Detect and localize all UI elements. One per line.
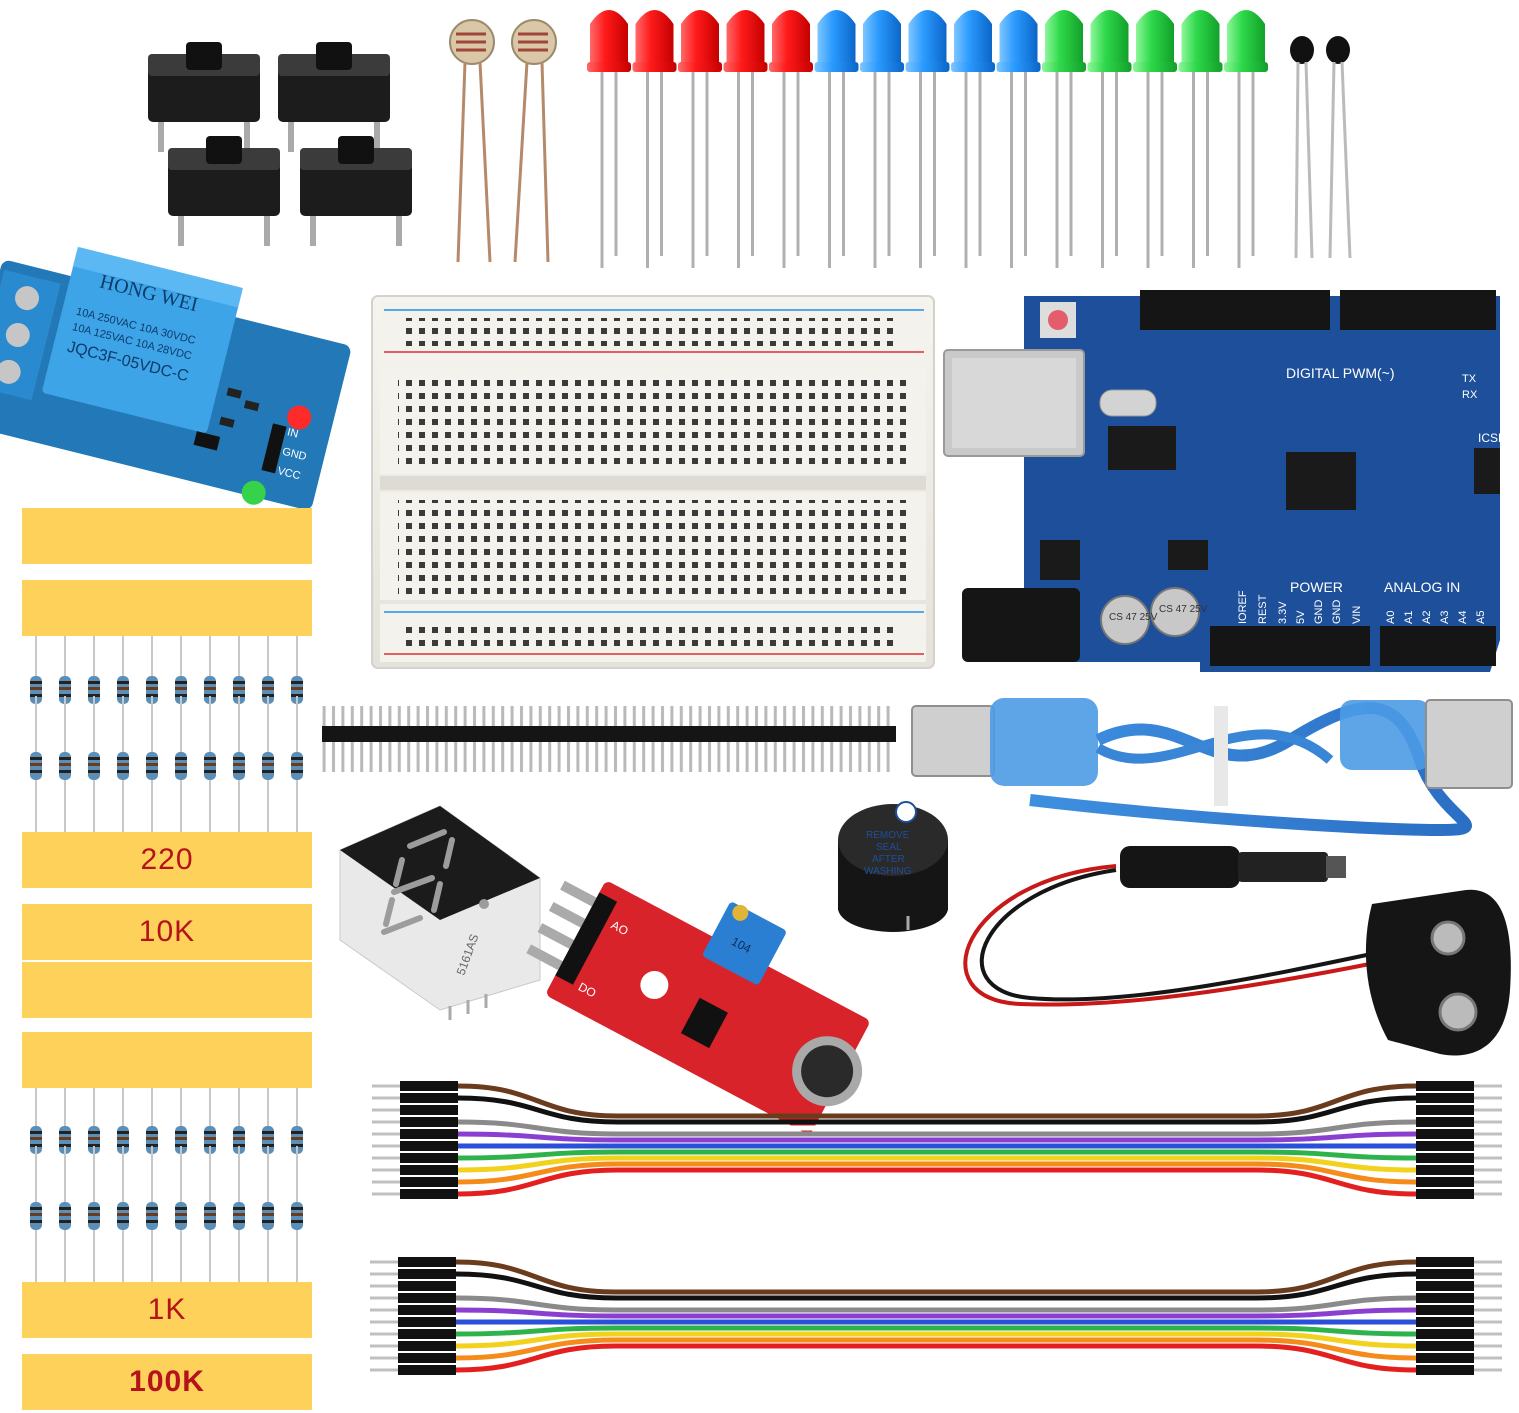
resistor (59, 696, 71, 836)
led (1178, 10, 1223, 268)
resistor (233, 696, 245, 836)
resistor (291, 696, 303, 836)
relay-pin-in: IN (286, 426, 300, 440)
led (1224, 10, 1268, 268)
relay-module: HONG WEI 10A 250VAC 10A 30VDC 10A 125VAC… (0, 246, 351, 510)
resistor (146, 696, 158, 836)
battery-snap-cable (963, 846, 1511, 1056)
led-row (587, 10, 1268, 268)
pin-label: A3 (1439, 611, 1451, 624)
resistor (146, 1146, 158, 1286)
capacitor-label-2: CS 47 25V (1159, 604, 1208, 615)
resistor (204, 696, 216, 836)
photoresistors (449, 19, 557, 263)
power-pin-labels: IOREF REST 3.3V 5V GND GND VIN (1237, 590, 1363, 624)
pin-label: IOREF (1237, 590, 1249, 624)
tape-strip (22, 580, 312, 636)
power-label: POWER (1290, 579, 1343, 595)
resistor (117, 1146, 129, 1286)
resistor (88, 1146, 100, 1286)
tape-strip (22, 508, 312, 564)
resistor (175, 1146, 187, 1286)
pin-label: A5 (1475, 611, 1487, 624)
resistor-strip-220-10k (30, 620, 303, 836)
tape-strip (22, 1032, 312, 1088)
resistor (117, 1070, 129, 1210)
resistor (291, 1070, 303, 1210)
thermistors (1290, 36, 1352, 259)
led (814, 10, 859, 268)
resistor (204, 1146, 216, 1286)
led (860, 10, 904, 268)
pin-header-strip (322, 706, 896, 772)
resistor (117, 696, 129, 836)
pin-label: VIN (1351, 606, 1363, 624)
resistor (30, 696, 42, 836)
usb-cable (911, 698, 1513, 837)
capacitor-label-1: CS 47 25V (1109, 612, 1158, 623)
pin-label: A4 (1457, 611, 1469, 624)
jumper-wire-bundles (370, 1081, 1502, 1375)
pin-label: REST (1257, 594, 1269, 624)
led (1133, 10, 1177, 268)
led (1042, 10, 1086, 268)
seven-segment-display: 5161AS (339, 805, 541, 1020)
pin-label: GND (1313, 600, 1325, 625)
relay-pin-gnd: GND (281, 446, 308, 464)
analog-label: ANALOG IN (1384, 579, 1460, 595)
led (723, 10, 768, 268)
led (769, 10, 813, 268)
resistor (291, 1146, 303, 1286)
resistor (88, 696, 100, 836)
resistor (88, 620, 100, 760)
resistor (262, 1146, 274, 1286)
icsp-label: ICSP (1478, 431, 1506, 445)
led (587, 10, 631, 268)
resistor (233, 1146, 245, 1286)
jumper-bundle (372, 1081, 1502, 1199)
arduino-board: CS 47 25V CS 47 25V ICSP DIGITAL PWM(~) … (943, 290, 1506, 672)
tape-strip (22, 962, 312, 1018)
breadboard (371, 295, 935, 669)
led (996, 10, 1041, 268)
led (678, 10, 722, 268)
led (632, 10, 677, 268)
pin-label: 3.3V (1277, 601, 1289, 624)
pin-label: 5V (1295, 610, 1307, 624)
resistor (262, 696, 274, 836)
digital-label: DIGITAL PWM(~) (1286, 365, 1395, 381)
buzzer-sticker-2: SEAL (876, 842, 902, 853)
push-buttons (148, 42, 412, 246)
relay-pin-vcc: VCC (276, 465, 301, 482)
led (905, 10, 950, 268)
pin-label: A0 (1385, 611, 1397, 624)
resistor-label-10k: 10K (22, 904, 312, 960)
jumper-bundle (370, 1257, 1502, 1375)
buzzer-sticker-4: WASHING (864, 866, 912, 877)
tx-label: TX (1462, 373, 1477, 385)
resistor-label-100k: 100K (22, 1354, 312, 1410)
resistor (59, 1146, 71, 1286)
pin-label: GND (1331, 600, 1343, 625)
pin-label: A1 (1403, 611, 1415, 624)
rx-label: RX (1462, 389, 1478, 401)
led (1087, 10, 1132, 268)
pin-label: A2 (1421, 611, 1433, 624)
analog-pin-labels: A0 A1 A2 A3 A4 A5 (1385, 611, 1487, 624)
resistor-strip-1k-100k (30, 1070, 303, 1286)
sound-sensor-module: AO DO 104 (526, 880, 869, 1134)
led (951, 10, 995, 268)
resistor (175, 696, 187, 836)
buzzer: REMOVE SEAL AFTER WASHING (838, 801, 948, 932)
resistor (30, 1146, 42, 1286)
resistor-label-1k: 1K (22, 1282, 312, 1338)
resistor (262, 620, 274, 760)
buzzer-sticker-3: AFTER (872, 854, 905, 865)
buzzer-sticker-1: REMOVE (866, 830, 910, 841)
resistor-label-220: 220 (22, 832, 312, 888)
